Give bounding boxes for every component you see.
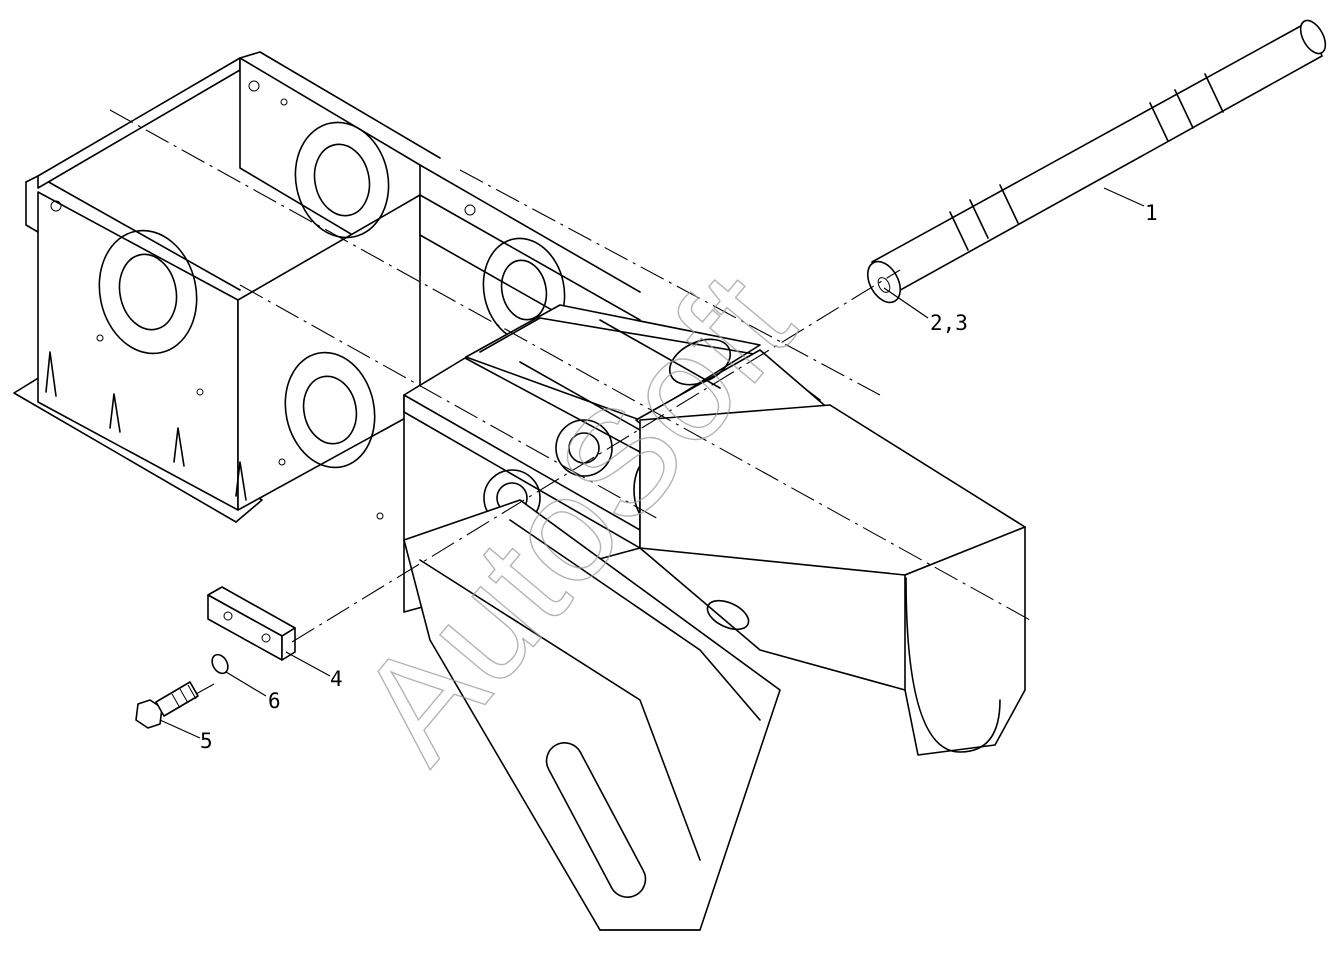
- boom-tube: [639, 404, 1026, 756]
- retaining-plate: [207, 586, 296, 661]
- leader-lines: [159, 187, 1145, 739]
- main-frame-housing: [13, 51, 641, 523]
- lower-arm: [403, 499, 781, 931]
- callout-4: 4: [330, 667, 343, 691]
- hex-bolt: [135, 681, 199, 729]
- lock-washer: [211, 653, 229, 675]
- callout-2-3: 2,3: [930, 311, 968, 335]
- callout-5: 5: [200, 729, 213, 753]
- pin-shaft: [866, 19, 1327, 304]
- center-lines: [109, 109, 1031, 695]
- callout-1: 1: [1145, 201, 1158, 225]
- callout-6: 6: [268, 689, 281, 713]
